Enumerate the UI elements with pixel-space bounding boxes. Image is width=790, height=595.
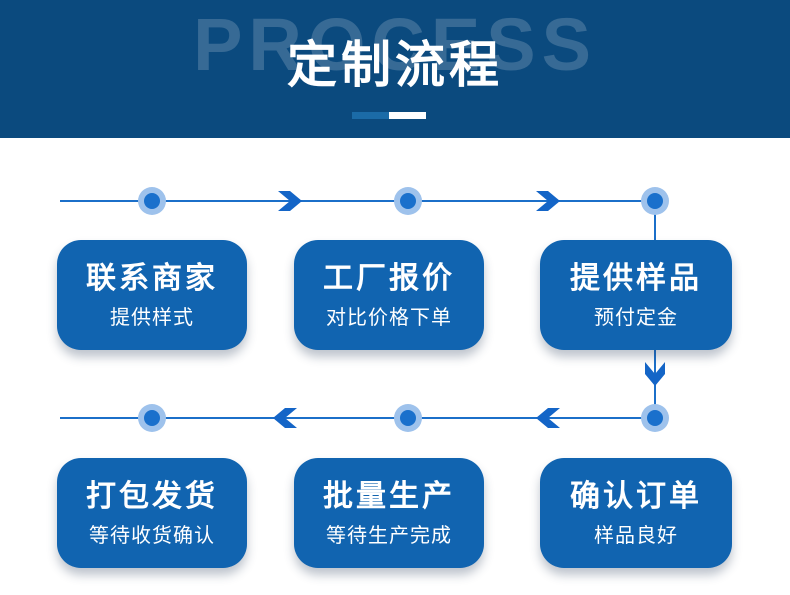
header-watermark: PROCESS	[193, 3, 597, 86]
step-subtitle: 等待生产完成	[326, 524, 452, 547]
flow-line-bottom	[60, 417, 655, 419]
timeline-node-dot	[400, 410, 416, 426]
step-subtitle: 预付定金	[594, 306, 678, 329]
step-title: 确认订单	[570, 480, 702, 514]
step-title: 批量生产	[323, 480, 455, 514]
step-box-mass-production: 批量生产 等待生产完成	[294, 458, 484, 568]
arrow-right-icon	[536, 191, 560, 211]
step-title: 联系商家	[86, 262, 218, 296]
arrow-right-icon	[278, 191, 302, 211]
step-subtitle: 样品良好	[594, 524, 678, 547]
step-title: 提供样品	[570, 262, 702, 296]
timeline-node	[641, 187, 669, 215]
timeline-node-dot	[144, 410, 160, 426]
page-title: 定制流程	[287, 37, 503, 93]
timeline-node	[394, 187, 422, 215]
title-divider	[352, 112, 426, 119]
step-title: 工厂报价	[323, 262, 455, 296]
timeline-node	[641, 404, 669, 432]
divider-left-segment	[352, 112, 389, 119]
header-banner: PROCESS 定制流程	[0, 0, 790, 138]
flow-connector-vertical-upper	[654, 201, 656, 241]
step-title: 打包发货	[86, 480, 218, 514]
step-box-confirm-order: 确认订单 样品良好	[540, 458, 732, 568]
step-box-provide-sample: 提供样品 预付定金	[540, 240, 732, 350]
timeline-node	[394, 404, 422, 432]
timeline-node-dot	[647, 410, 663, 426]
timeline-node-dot	[144, 193, 160, 209]
timeline-node-dot	[647, 193, 663, 209]
timeline-node	[138, 404, 166, 432]
flow-line-top	[60, 200, 655, 202]
timeline-node	[138, 187, 166, 215]
step-box-pack-ship: 打包发货 等待收货确认	[57, 458, 247, 568]
step-subtitle: 等待收货确认	[89, 524, 215, 547]
step-box-contact-seller: 联系商家 提供样式	[57, 240, 247, 350]
timeline-node-dot	[400, 193, 416, 209]
step-subtitle: 对比价格下单	[326, 306, 452, 329]
step-subtitle: 提供样式	[110, 306, 194, 329]
divider-right-segment	[389, 112, 426, 119]
step-box-factory-quote: 工厂报价 对比价格下单	[294, 240, 484, 350]
